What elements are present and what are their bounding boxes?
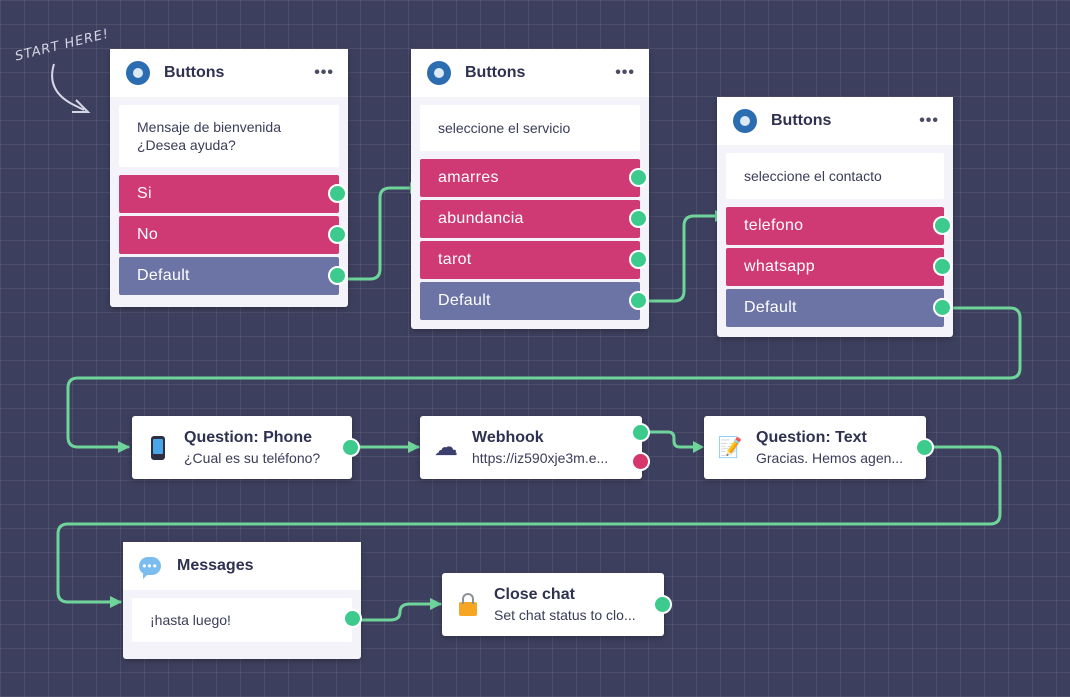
- buttons-node-icon: [427, 61, 451, 85]
- output-port[interactable]: [629, 250, 648, 269]
- start-arrow-icon: [51, 63, 91, 113]
- node-title: Buttons: [164, 64, 225, 81]
- option-default[interactable]: Default: [726, 289, 952, 327]
- option-whatsapp[interactable]: whatsapp: [726, 248, 952, 286]
- wire-default-to-contacto: [635, 214, 717, 303]
- phone-icon: [132, 435, 184, 460]
- buttons-node-contacto[interactable]: Buttons ••• seleccione el contacto telef…: [717, 97, 953, 337]
- option-label: Default: [744, 299, 797, 316]
- node-message[interactable]: seleccione el contacto: [726, 153, 944, 199]
- option-amarres[interactable]: amarres: [420, 159, 648, 197]
- node-title: Close chat: [494, 586, 575, 603]
- node-header[interactable]: Buttons •••: [717, 97, 953, 145]
- start-here-label: START HERE!: [13, 26, 111, 65]
- wire-question-text-to-messages: [56, 445, 1002, 604]
- output-port[interactable]: [328, 266, 347, 285]
- option-label: whatsapp: [744, 258, 815, 275]
- question-text-node[interactable]: 📝 Question: Text Gracias. Hemos agen...: [704, 416, 934, 479]
- option-label: Default: [438, 292, 491, 309]
- option-telefono[interactable]: telefono: [726, 207, 952, 245]
- success-port[interactable]: [631, 423, 650, 442]
- output-port[interactable]: [629, 291, 648, 310]
- buttons-node-icon: [126, 61, 150, 85]
- option-default[interactable]: Default: [420, 282, 648, 320]
- option-abundancia[interactable]: abundancia: [420, 200, 648, 238]
- output-port[interactable]: [933, 298, 952, 317]
- messages-node[interactable]: ••• Messages ¡hasta luego!: [123, 542, 362, 659]
- output-port[interactable]: [629, 209, 648, 228]
- wire-webhook-to-question-text: [638, 430, 703, 449]
- wire-default-to-phone: [66, 306, 1022, 449]
- node-message[interactable]: Mensaje de bienvenida ¿Desea ayuda?: [119, 105, 339, 167]
- wire-arrow: [430, 598, 442, 610]
- error-port[interactable]: [631, 452, 650, 471]
- option-default[interactable]: Default: [119, 257, 347, 295]
- speech-bubble-icon: •••: [139, 557, 161, 579]
- node-menu-icon[interactable]: •••: [615, 64, 635, 81]
- node-title: Question: Text: [756, 429, 867, 446]
- node-title: Webhook: [472, 429, 544, 446]
- wire-arrow: [693, 441, 704, 453]
- output-port[interactable]: [328, 184, 347, 203]
- node-title: Messages: [177, 557, 254, 574]
- wire-messages-to-close: [346, 602, 442, 622]
- option-tarot[interactable]: tarot: [420, 241, 648, 279]
- output-port[interactable]: [343, 609, 362, 628]
- memo-icon: 📝: [717, 437, 743, 459]
- output-port[interactable]: [933, 216, 952, 235]
- node-header[interactable]: Buttons •••: [110, 49, 348, 97]
- option-label: abundancia: [438, 210, 524, 227]
- wire-default-to-servicio: [335, 186, 412, 281]
- node-title: Question: Phone: [184, 429, 312, 446]
- node-subtitle: https://iz590xje3m.e...: [472, 450, 609, 466]
- output-port[interactable]: [915, 438, 934, 457]
- buttons-node-icon: [733, 109, 757, 133]
- option-no[interactable]: No: [119, 216, 347, 254]
- buttons-node-servicio[interactable]: Buttons ••• seleccione el servicio amarr…: [411, 49, 649, 329]
- lock-icon: [442, 592, 494, 616]
- question-phone-node[interactable]: Question: Phone ¿Cual es su teléfono?: [132, 416, 360, 479]
- node-menu-icon[interactable]: •••: [919, 112, 939, 129]
- node-menu-icon[interactable]: •••: [314, 64, 334, 81]
- option-label: telefono: [744, 217, 804, 234]
- option-label: No: [137, 226, 159, 243]
- message-text: ¡hasta luego!: [150, 612, 231, 628]
- node-title: Buttons: [771, 112, 832, 129]
- option-label: Default: [137, 267, 190, 284]
- webhook-node[interactable]: ☁ Webhook https://iz590xje3m.e...: [420, 416, 650, 479]
- node-message[interactable]: seleccione el servicio: [420, 105, 640, 151]
- output-port[interactable]: [933, 257, 952, 276]
- option-label: tarot: [438, 251, 472, 268]
- buttons-node-welcome[interactable]: Buttons ••• Mensaje de bienvenida ¿Desea…: [110, 49, 348, 307]
- node-header[interactable]: ••• Messages: [123, 542, 361, 590]
- option-label: amarres: [438, 169, 499, 186]
- output-port[interactable]: [341, 438, 360, 457]
- wire-arrow: [408, 441, 420, 453]
- wire-arrow: [110, 596, 122, 608]
- node-subtitle: Gracias. Hemos agen...: [756, 450, 904, 466]
- wire-arrow: [118, 441, 130, 453]
- node-subtitle: Set chat status to clo...: [494, 607, 636, 623]
- close-chat-node[interactable]: Close chat Set chat status to clo...: [442, 573, 672, 636]
- output-port[interactable]: [629, 168, 648, 187]
- node-subtitle: ¿Cual es su teléfono?: [184, 450, 321, 466]
- option-label: Si: [137, 185, 152, 202]
- output-port[interactable]: [328, 225, 347, 244]
- start-here-hint: START HERE!: [14, 26, 111, 121]
- cloud-icon: ☁: [434, 434, 458, 461]
- node-message[interactable]: ¡hasta luego!: [132, 598, 362, 642]
- option-si[interactable]: Si: [119, 175, 347, 213]
- node-title: Buttons: [465, 64, 526, 81]
- node-header[interactable]: Buttons •••: [411, 49, 649, 97]
- output-port[interactable]: [653, 595, 672, 614]
